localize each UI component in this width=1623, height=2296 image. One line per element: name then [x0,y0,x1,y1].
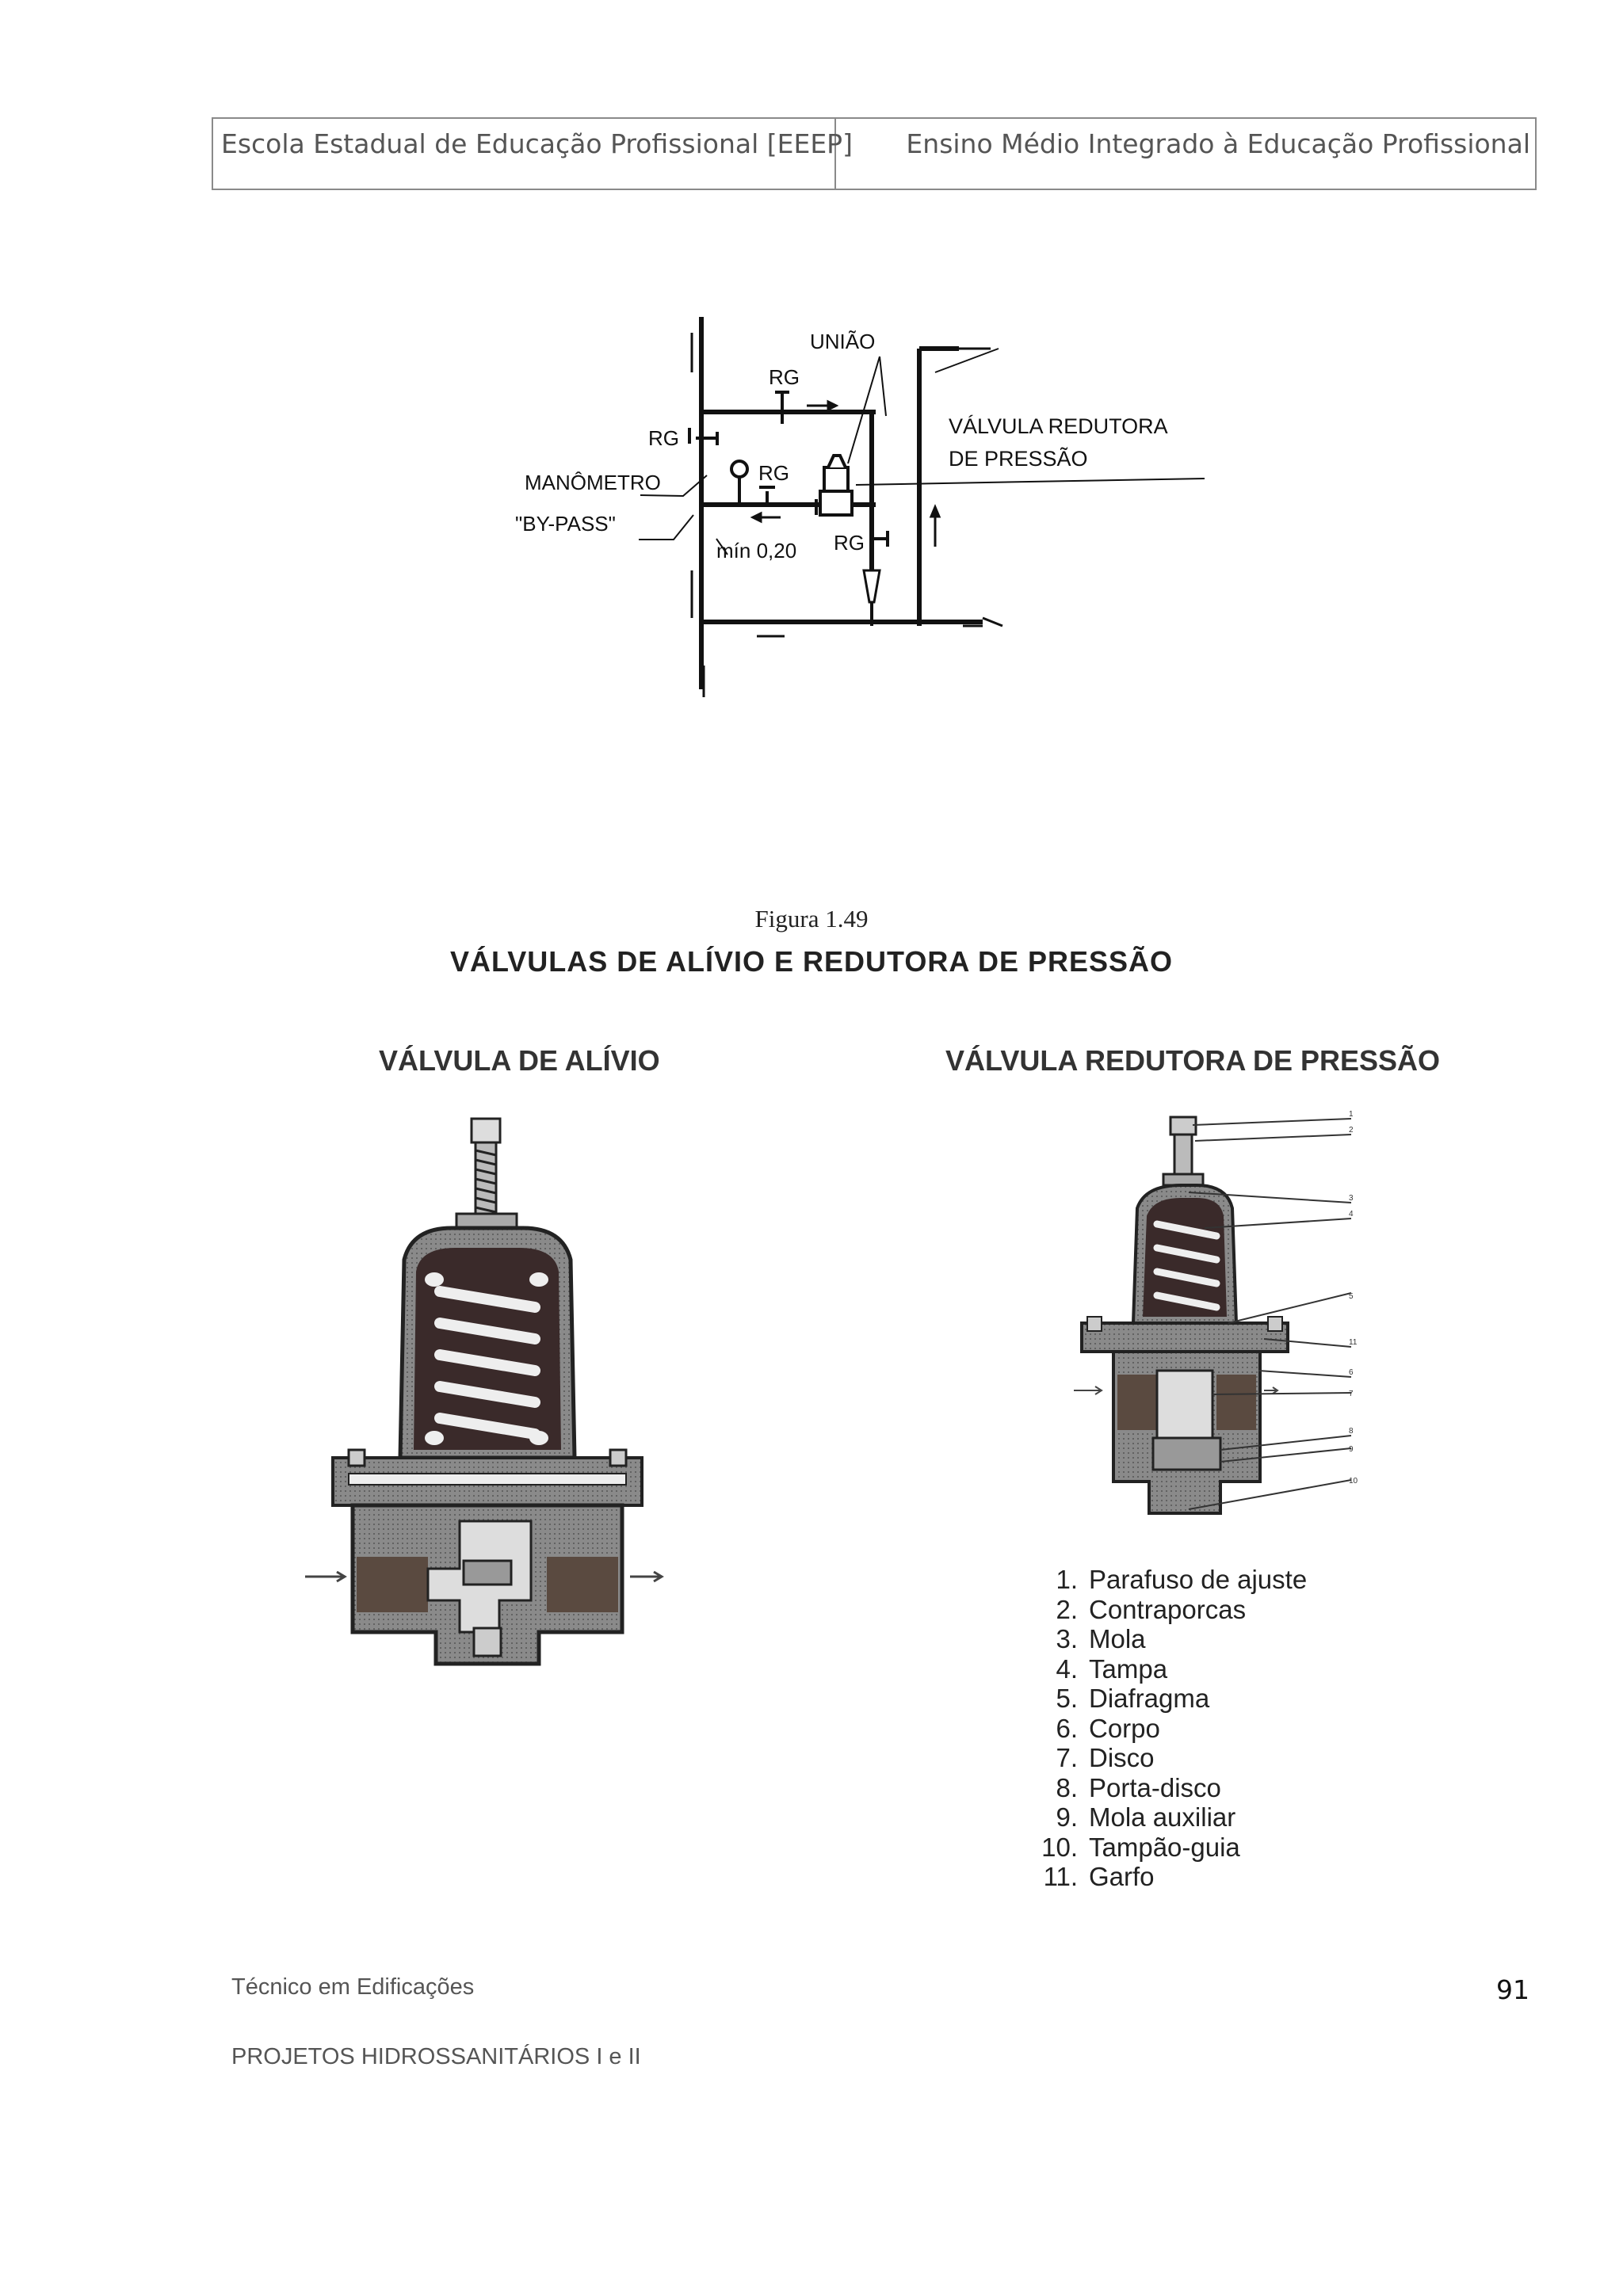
list-item: 5. Diafragma [1027,1684,1307,1714]
callout-2: 2 [1349,1126,1354,1135]
left-subtitle: VÁLVULA DE ALÍVIO [379,1044,660,1077]
footer-subject: PROJETOS HIDROSSANITÁRIOS I e II [231,2044,641,2069]
list-item: 7. Disco [1027,1743,1307,1773]
part-name: Porta-disco [1089,1772,1221,1802]
part-number: 7. [1056,1743,1078,1772]
callout-7: 7 [1349,1390,1354,1398]
callout-5: 5 [1349,1292,1354,1301]
part-name: Mola auxiliar [1089,1802,1236,1832]
list-item: 9. Mola auxiliar [1027,1802,1307,1833]
label-rg-mid: RG [758,461,789,485]
part-name: Corpo [1089,1713,1160,1743]
list-item: 8. Porta-disco [1027,1773,1307,1803]
part-name: Disco [1089,1743,1155,1772]
label-rg-left: RG [648,426,679,450]
header-school: Escola Estadual de Educação Profissional… [213,119,853,189]
part-name: Tampa [1089,1653,1168,1684]
list-item: 1. Parafuso de ajuste [1027,1565,1307,1595]
part-number: 2. [1056,1594,1078,1624]
page-header: Escola Estadual de Educação Profissional… [212,117,1537,190]
label-rg-drain: RG [834,531,865,555]
part-number: 1. [1056,1565,1078,1594]
callout-10: 10 [1349,1477,1358,1486]
label-rg-top: RG [769,365,800,389]
callout-11: 11 [1349,1338,1358,1347]
part-name: Tampão-guia [1089,1832,1240,1862]
footer-course: Técnico em Edificações [231,1974,475,2000]
part-name: Garfo [1089,1862,1155,1891]
part-number: 5. [1056,1684,1078,1713]
list-item: 6. Corpo [1027,1714,1307,1744]
list-item: 11. Garfo [1027,1862,1307,1892]
callout-8: 8 [1349,1427,1354,1436]
part-name: Diafragma [1089,1684,1210,1713]
header-program: Ensino Médio Integrado à Educação Profis… [906,128,1530,159]
right-subtitle: VÁLVULA REDUTORA DE PRESSÃO [945,1044,1441,1077]
callout-3: 3 [1349,1194,1354,1203]
list-item: 10. Tampão-guia [1027,1833,1307,1863]
label-valvula-2: DE PRESSÃO [949,446,1088,471]
list-item: 2. Contraporcas [1027,1595,1307,1625]
label-manometro: MANÔMETRO [525,471,661,494]
list-item: 3. Mola [1027,1624,1307,1654]
part-number: 3. [1056,1624,1078,1653]
figure-number: Figura 1.49 [754,905,869,933]
label-bypass: "BY-PASS" [515,512,616,536]
part-number: 11. [1043,1862,1078,1891]
part-number: 6. [1056,1713,1078,1743]
label-uniao: UNIÃO [810,330,875,353]
parts-list: 1. Parafuso de ajuste 2. Contraporcas 3. Mo… [1027,1565,1307,1892]
part-name: Parafuso de ajuste [1089,1565,1308,1594]
callout-4: 4 [1349,1210,1354,1219]
part-name: Contraporcas [1089,1594,1247,1624]
callout-9: 9 [1349,1445,1354,1454]
list-item: 4. Tampa [1027,1654,1307,1684]
piping-diagram: UNIÃO RG RG RG RG MANÔMETRO "BY-PASS" mí… [515,317,1205,697]
part-name: Mola [1089,1624,1146,1653]
figure-title: VÁLVULAS DE ALÍVIO E REDUTORA DE PRESSÃO [449,945,1174,978]
part-number: 9. [1056,1802,1078,1832]
label-min: mín 0,20 [716,539,796,563]
callout-6: 6 [1349,1368,1354,1377]
part-number: 4. [1056,1653,1078,1684]
reducing-valve-illustration: 1 2 3 4 5 11 6 7 8 9 10 [1074,1110,1358,1515]
part-number: 10. [1041,1832,1078,1862]
label-valvula-1: VÁLVULA REDUTORA [949,414,1168,438]
callout-1: 1 [1349,1110,1354,1119]
relief-valve-illustration [305,1117,664,1666]
part-number: 8. [1056,1772,1078,1802]
page-number: 91 [1496,1974,1529,2005]
